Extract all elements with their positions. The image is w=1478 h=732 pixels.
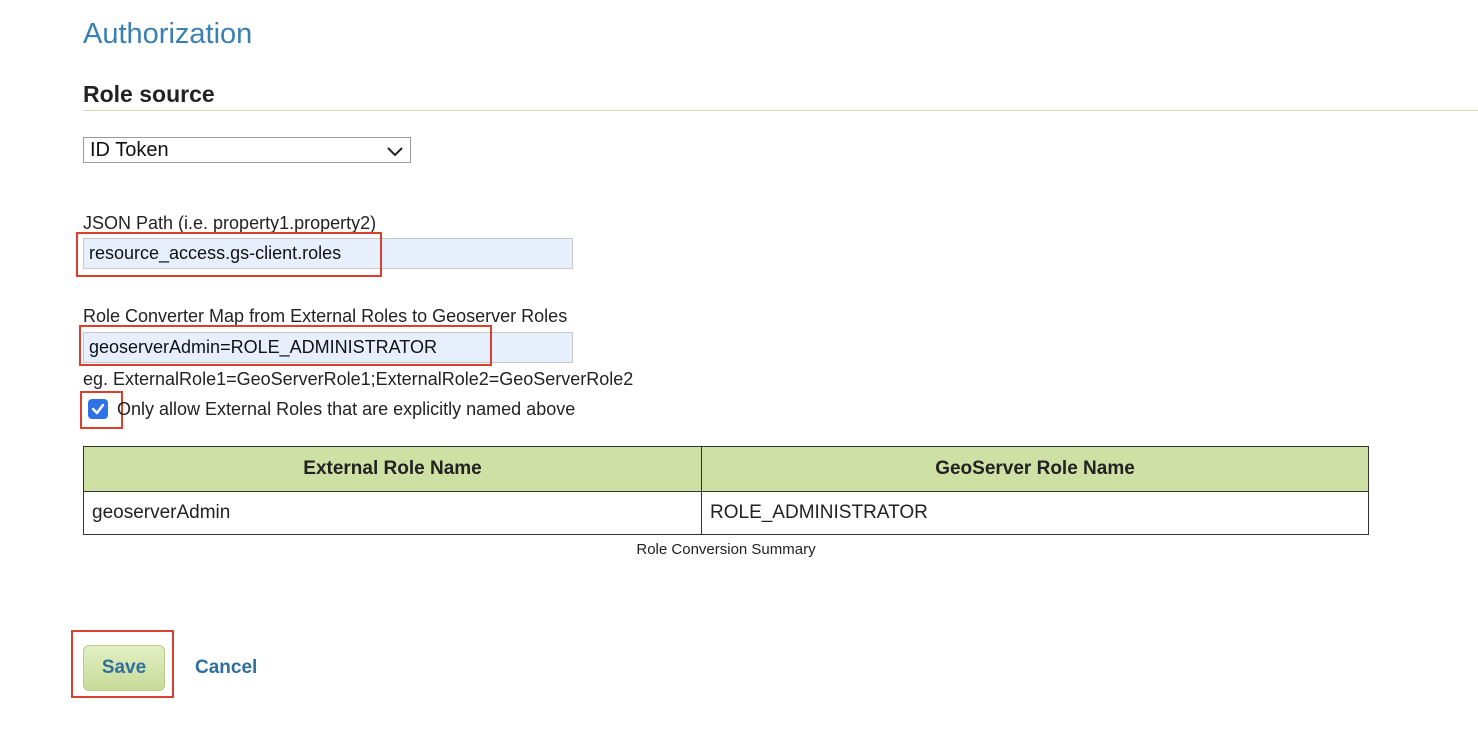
json-path-label: JSON Path (i.e. property1.property2): [83, 213, 377, 233]
cell-geoserver-role: ROLE_ADMINISTRATOR: [701, 491, 1369, 535]
role-source-selected-value: ID Token: [90, 139, 169, 161]
highlight-box-json-path: [76, 232, 382, 277]
role-map-hint: eg. ExternalRole1=GeoServerRole1;Externa…: [83, 369, 634, 389]
highlight-box-checkbox: [80, 391, 123, 429]
column-header-external-role: External Role Name: [83, 446, 702, 492]
section-heading-role-source: Role source: [83, 81, 215, 107]
role-source-select[interactable]: ID Token: [83, 137, 411, 163]
highlight-box-role-map: [79, 325, 492, 366]
table-header-row: External Role Name GeoServer Role Name: [83, 446, 1369, 492]
role-map-label: Role Converter Map from External Roles t…: [83, 306, 568, 326]
role-conversion-table: External Role Name GeoServer Role Name g…: [83, 446, 1369, 535]
section-divider: [83, 110, 1478, 111]
column-header-geoserver-role: GeoServer Role Name: [701, 446, 1369, 492]
table-row: geoserverAdmin ROLE_ADMINISTRATOR: [83, 491, 1369, 535]
cancel-link[interactable]: Cancel: [195, 657, 258, 678]
only-named-roles-label: Only allow External Roles that are expli…: [117, 399, 576, 419]
chevron-down-icon: [386, 142, 404, 158]
page-title: Authorization: [83, 18, 253, 50]
json-path-input[interactable]: [83, 238, 573, 269]
cell-external-role: geoserverAdmin: [83, 491, 702, 535]
save-button[interactable]: Save: [83, 645, 165, 691]
checkmark-icon: [91, 403, 105, 415]
highlight-box-save: [71, 630, 174, 698]
only-named-roles-checkbox[interactable]: [88, 399, 108, 419]
table-caption: Role Conversion Summary: [636, 541, 816, 558]
